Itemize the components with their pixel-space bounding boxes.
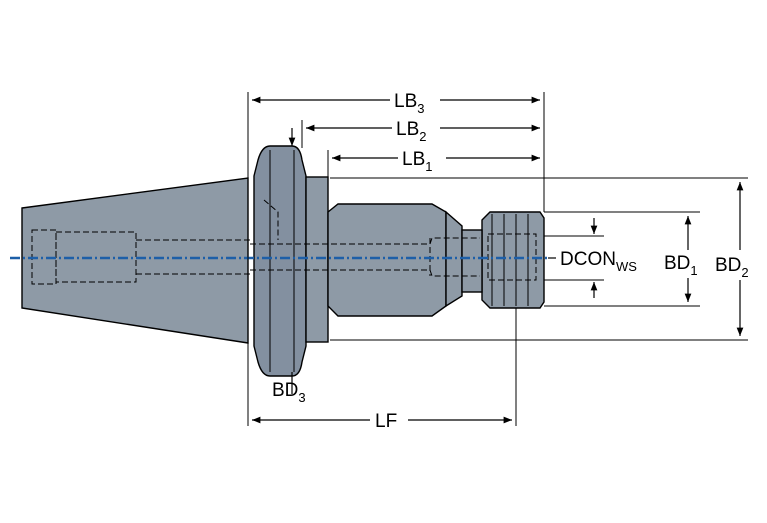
tool-body: [21, 145, 545, 377]
collet-nut: [481, 211, 545, 309]
label-dcon: DCONWS: [560, 249, 637, 274]
label-bd2: BD2: [715, 255, 749, 280]
label-bd3: BD3: [272, 380, 306, 405]
extension-lines: [247, 92, 748, 426]
label-bd1: BD1: [664, 253, 698, 278]
label-lb3: LB3: [394, 91, 424, 116]
collar: [305, 176, 329, 343]
main-body: [327, 203, 447, 317]
label-lb2: LB2: [396, 119, 426, 144]
label-lb1: LB1: [402, 149, 432, 174]
dimension-labels: LB3 LB2 LB1 DCONWS BD1 BD2 BD3 LF: [272, 91, 749, 432]
label-lf: LF: [375, 411, 397, 432]
neck: [445, 210, 463, 308]
dimension-lines: [251, 96, 744, 424]
flange: [253, 145, 307, 377]
